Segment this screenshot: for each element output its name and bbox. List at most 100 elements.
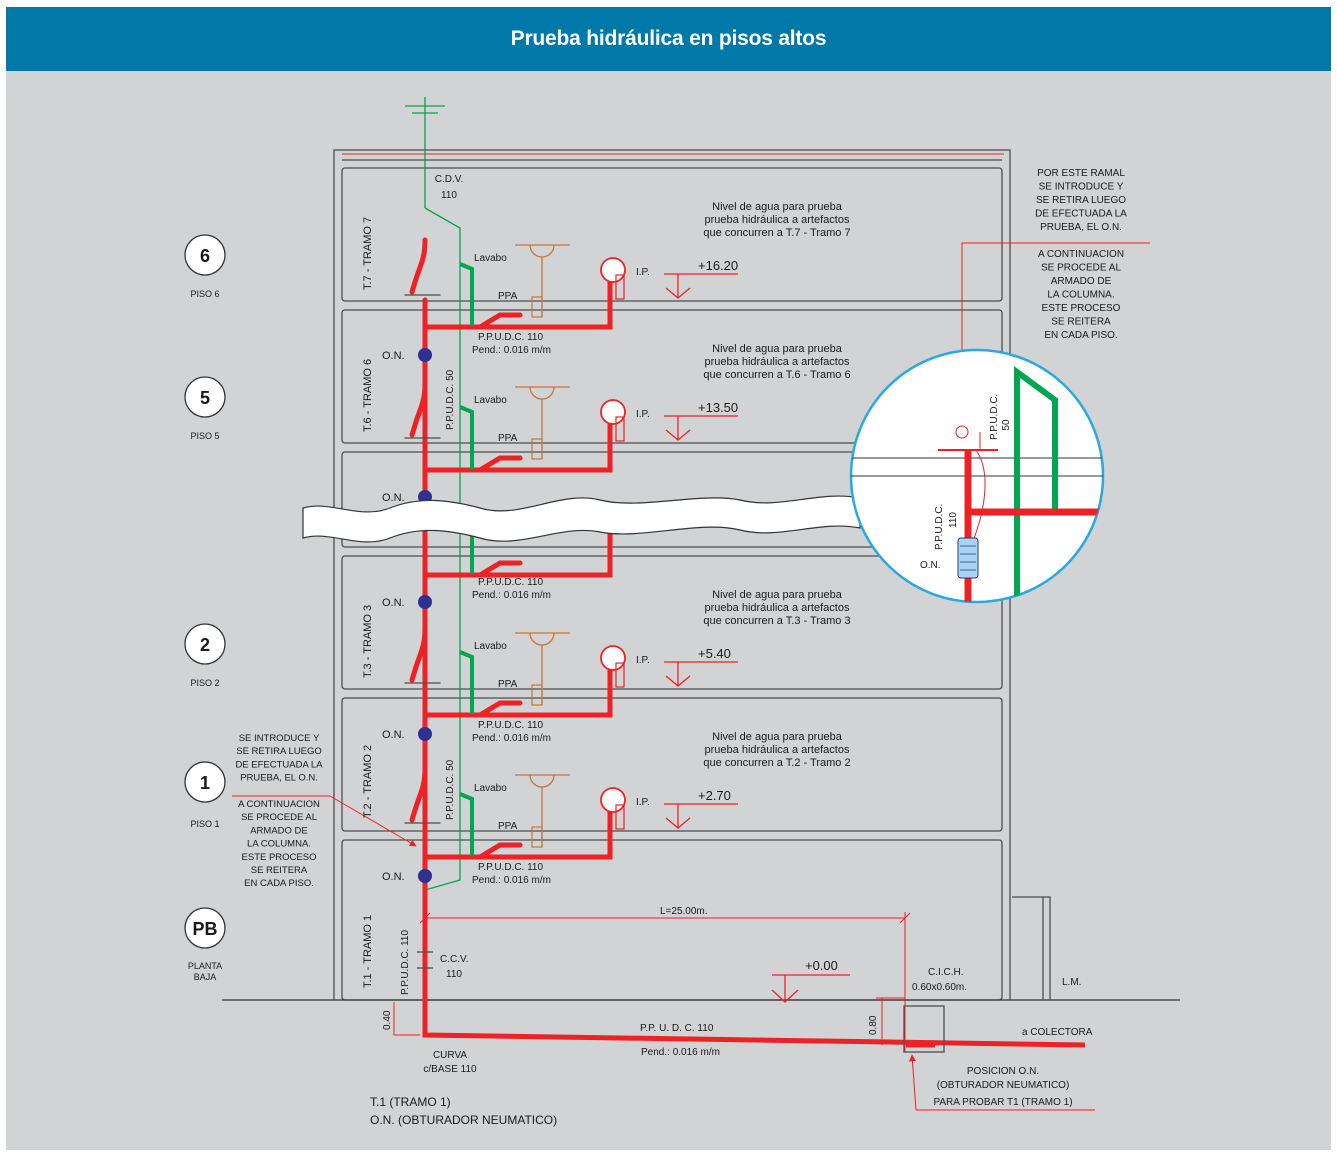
stack-offset [409, 765, 428, 823]
svg-text:PISO 5: PISO 5 [190, 431, 219, 441]
lavabo-label: Lavabo [474, 783, 507, 794]
svg-text:PRUEBA, EL O.N.: PRUEBA, EL O.N. [240, 773, 318, 784]
tramo-3-label: T.3 - TRAMO 3 [362, 605, 374, 678]
lavabo-label: Lavabo [474, 253, 507, 264]
svg-text:2: 2 [200, 635, 210, 655]
ground-labels: L=25.00m. C.C.V. 110 +0.00 C.I.C.H. 0.60… [370, 906, 1093, 1127]
floor-1-marker: 1 PISO 1 [184, 761, 226, 829]
svg-text:LA COLUMNA.: LA COLUMNA. [247, 839, 311, 850]
svg-text:PRUEBA, EL O.N.: PRUEBA, EL O.N. [1040, 222, 1122, 233]
on-plug-icon [418, 869, 432, 883]
svg-text:SE RETIRA LUEGO: SE RETIRA LUEGO [236, 746, 322, 757]
svg-text:Nivel de agua para prueba: Nivel de agua para prueba [712, 589, 843, 601]
level-value: +5.40 [698, 646, 731, 661]
floor-5-marker: 5 PISO 5 [184, 376, 226, 441]
dim-040: 0.40 [382, 1010, 393, 1030]
ip-label: I.P. [636, 409, 650, 420]
svg-text:prueba hidráulica a artefactos: prueba hidráulica a artefactos [705, 602, 850, 614]
detail-on-label: O.N. [920, 560, 941, 571]
branch-ppudc-label: P.P.U.D.C. 110 [478, 720, 543, 731]
svg-text:LA COLUMNA.: LA COLUMNA. [1047, 290, 1114, 301]
on-label: O.N. [382, 871, 405, 883]
floor-2-marker: 2 PISO 2 [184, 623, 226, 688]
level-value: +2.70 [698, 788, 731, 803]
detail-hanger-icon [955, 425, 969, 439]
page-title: Prueba hidráulica en pisos altos [510, 27, 827, 50]
diagram-background [6, 7, 1331, 1150]
svg-text:POR ESTE RAMAL: POR ESTE RAMAL [1037, 168, 1125, 179]
cdv-label: C.D.V. [435, 174, 464, 185]
tramo-7-label: T.7 - TRAMO 7 [362, 217, 374, 290]
branch-fixture [477, 455, 523, 473]
lm-label: L.M. [1062, 977, 1081, 988]
stack-offset [409, 625, 428, 683]
detail-circle: P.P.U.D.C. 50 P.P.U.D.C. 110 O.N. [849, 348, 1105, 604]
branch-drain [422, 527, 613, 578]
detail-ppudc110-label: P.P.U.D.C. [934, 504, 945, 550]
level-value: +13.50 [698, 400, 738, 415]
curva-label: CURVA [433, 1050, 467, 1061]
lavabo-label: Lavabo [474, 641, 507, 652]
ip-label: I.P. [636, 267, 650, 278]
svg-text:SE INTRODUCE Y: SE INTRODUCE Y [239, 733, 320, 744]
tramo-labels: T.7 - TRAMO 7 T.6 - TRAMO 6 T.3 - TRAMO … [362, 217, 374, 988]
ppa-label: PPA [498, 291, 518, 302]
length-dimension: L=25.00m. [660, 906, 708, 917]
colectora-label: a COLECTORA [1022, 1027, 1093, 1038]
branch-fixture [477, 842, 523, 860]
branch-pend-label: Pend.: 0.016 m/m [472, 590, 551, 601]
branch-ppudc-label: P.P.U.D.C. 110 [478, 577, 543, 588]
level-value: +16.20 [698, 258, 738, 273]
on-label: O.N. [382, 492, 405, 504]
svg-text:ARMADO DE: ARMADO DE [250, 825, 308, 836]
ground-pipe [393, 905, 1095, 1111]
tramo-6-label: T.6 - TRAMO 6 [362, 359, 374, 432]
vent-stack [405, 97, 461, 891]
branch-ppudc-label: P.P.U.D.C. 110 [478, 332, 543, 343]
svg-text:Nivel de agua para prueba: Nivel de agua para prueba [712, 731, 843, 743]
stack-offset [409, 237, 428, 295]
svg-text:PISO 2: PISO 2 [190, 678, 219, 688]
svg-text:1: 1 [200, 773, 210, 793]
floor-markers: 6 PISO 6 5 PISO 5 2 PISO 2 1 PISO 1 PB P… [184, 234, 226, 982]
svg-text:DE EFECTUADA LA: DE EFECTUADA LA [1035, 209, 1127, 220]
svg-text:SE REITERA: SE REITERA [1051, 317, 1111, 328]
on-plug-icon [418, 727, 432, 741]
ip-label: I.P. [636, 797, 650, 808]
floor-pb-marker: PB PLANTA BAJA [184, 907, 226, 982]
svg-text:EN CADA PISO.: EN CADA PISO. [244, 878, 314, 889]
cich-size: 0.60x0.60m. [912, 982, 967, 993]
ground-pipe-label: P.P. U. D. C. 110 [640, 1023, 714, 1034]
svg-text:PB: PB [192, 919, 217, 939]
svg-text:PISO 6: PISO 6 [190, 289, 219, 299]
fixture-vent [459, 405, 474, 469]
branch-fixture [477, 312, 523, 330]
ppudc50-label-upper: P.P.U.D.C. 50 [445, 369, 456, 430]
svg-text:PLANTA: PLANTA [188, 961, 222, 971]
svg-text:que concurren a T.3 - Tramo 3: que concurren a T.3 - Tramo 3 [703, 615, 850, 627]
branch-pend-label: Pend.: 0.016 m/m [472, 345, 551, 356]
fixture-vent [459, 792, 474, 856]
ppa-label: PPA [498, 433, 518, 444]
on-plug-icon [418, 595, 432, 609]
on-plug-icon [418, 348, 432, 362]
fixture-vent [459, 650, 474, 714]
svg-text:Nivel de agua para prueba: Nivel de agua para prueba [712, 201, 843, 213]
svg-text:que concurren a T.2 - Tramo 2: que concurren a T.2 - Tramo 2 [703, 757, 850, 769]
svg-text:que concurren a T.6 - Tramo 6: que concurren a T.6 - Tramo 6 [703, 369, 850, 381]
svg-text:prueba hidráulica a artefactos: prueba hidráulica a artefactos [705, 744, 850, 756]
branch-drain [422, 667, 613, 718]
svg-text:Nivel de agua para prueba: Nivel de agua para prueba [712, 343, 843, 355]
legend-tramo: T.1 (TRAMO 1) [370, 1095, 451, 1109]
svg-text:ARMADO DE: ARMADO DE [1051, 276, 1112, 287]
branch-fixture [477, 700, 523, 718]
svg-text:prueba hidráulica a artefactos: prueba hidráulica a artefactos [705, 214, 850, 226]
